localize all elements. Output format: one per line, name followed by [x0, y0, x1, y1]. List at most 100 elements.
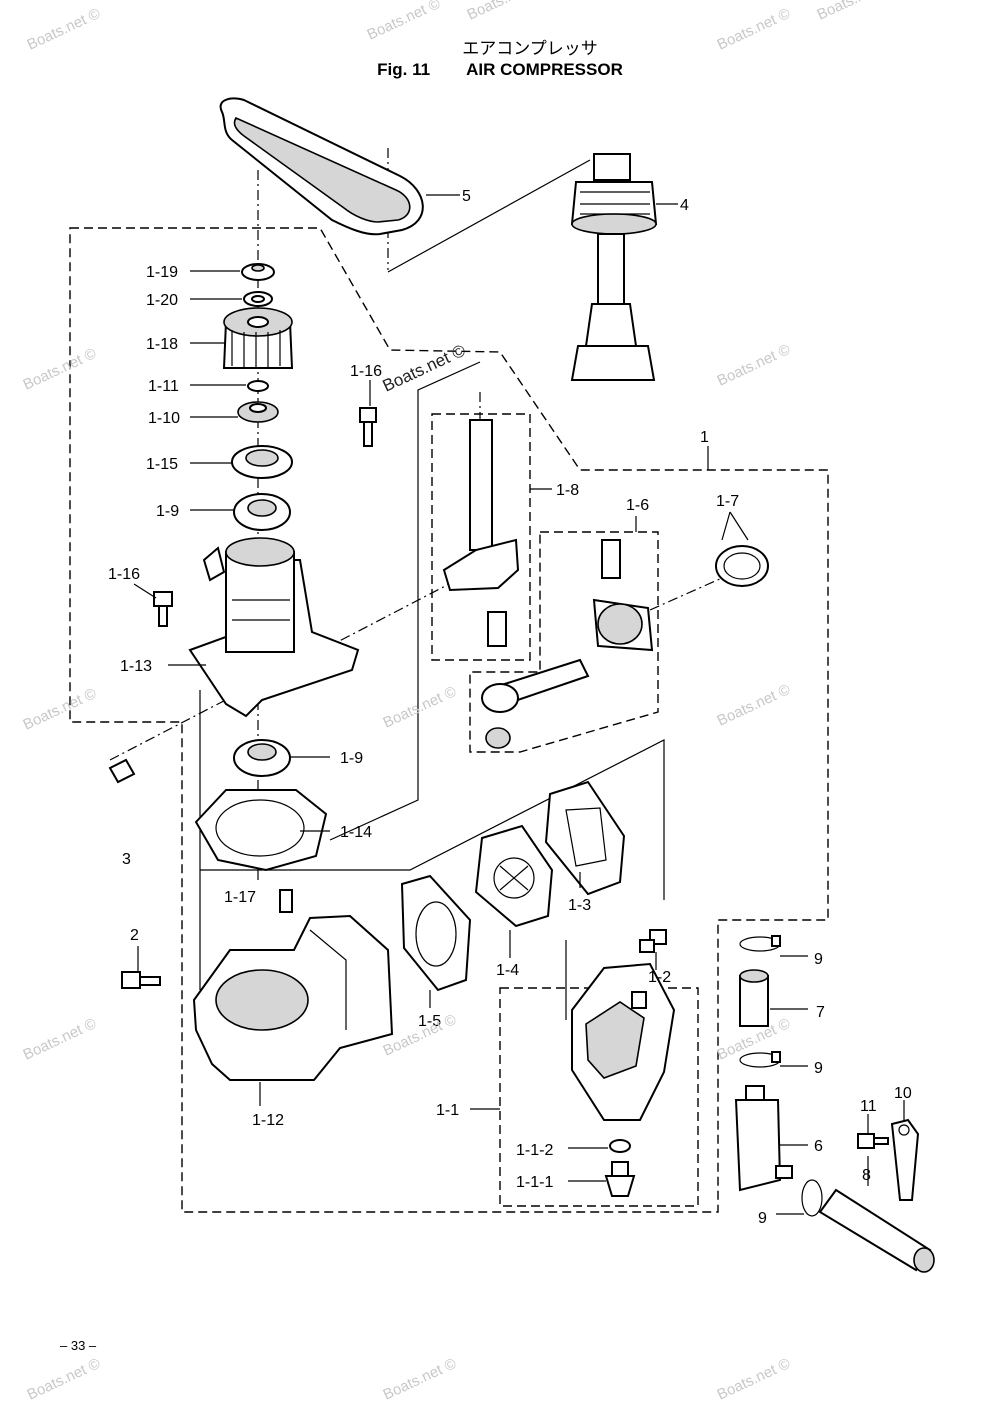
- callout-label: 1-20: [146, 292, 178, 309]
- watermark-text: Boats.net ©: [25, 1355, 103, 1404]
- pin-3: [108, 758, 136, 784]
- callout-label: 1-4: [496, 962, 519, 979]
- callout-labels: 541-191-201-181-111-101-151-91-161-161-1…: [108, 188, 912, 1227]
- page-number: – 33 –: [60, 1338, 97, 1353]
- watermark-text: Boats.net ©: [465, 0, 543, 24]
- bolt-1-16-lower: [153, 591, 173, 627]
- circlip-1-11: [247, 380, 269, 392]
- callout-label: 1-16: [350, 363, 382, 380]
- callout-label: 1-15: [146, 456, 178, 473]
- callout-label: 2: [130, 927, 139, 944]
- callout-label: 1-19: [146, 264, 178, 281]
- gasket-1-14: [194, 789, 328, 872]
- callout-label: 1-16: [108, 566, 140, 583]
- callout-label: 8: [862, 1167, 871, 1184]
- hose-7: [739, 969, 769, 1027]
- spacer-1-10: [237, 401, 279, 423]
- callout-label: 1-8: [556, 482, 579, 499]
- callout-label: 6: [814, 1138, 823, 1155]
- piston-pin-1-6: [601, 539, 621, 579]
- watermark-text: Boats.net ©: [715, 681, 793, 730]
- callout-label: 1-1-1: [516, 1174, 553, 1191]
- nut-1-19: [241, 263, 275, 281]
- figure-name: AIR COMPRESSOR: [466, 60, 623, 79]
- callout-label: 1-2: [648, 969, 671, 986]
- clip-9-top: [739, 935, 781, 952]
- leader-belt-pulley: [387, 159, 591, 273]
- callout-label: 1-6: [626, 497, 649, 514]
- gasket-1-5: [400, 874, 472, 992]
- watermark-text: Boats.net ©: [21, 1015, 99, 1064]
- callout-label: 3: [122, 851, 131, 868]
- callout-label: 9: [758, 1210, 767, 1227]
- pulley-4: [570, 153, 658, 235]
- clip-9-middle: [739, 1051, 781, 1068]
- callout-label: 10: [894, 1085, 912, 1102]
- callout-label: 1-18: [146, 336, 178, 353]
- callout-label: 9: [814, 1060, 823, 1077]
- figure-title: Fig. 11 AIR COMPRESSOR: [0, 60, 1000, 80]
- figure-number: Fig. 11: [377, 60, 431, 79]
- bolt-1-2: [639, 929, 667, 953]
- piston-1-6: [592, 598, 654, 652]
- stay-10: [890, 1118, 920, 1201]
- crankshaft-1-8: [442, 419, 520, 647]
- washer-1-20: [243, 291, 273, 307]
- valve-plate-1-4: [474, 824, 554, 928]
- gasket-1-3: [544, 780, 626, 896]
- callout-label: 1-7: [716, 493, 739, 510]
- clip-9-bottom: [801, 1179, 823, 1217]
- crankcase-1-12: [192, 889, 394, 1081]
- piston-ring-1-7: [715, 545, 769, 587]
- watermark-text: Boats.net ©: [715, 1355, 793, 1404]
- watermark-text: Boats.net ©: [715, 341, 793, 390]
- watermark-text: Boats.net ©: [815, 0, 893, 24]
- callout-label: 1-9: [156, 503, 179, 520]
- callout-label: 1-12: [252, 1112, 284, 1129]
- leader-line-1-14: [329, 361, 481, 841]
- callout-label: 1-5: [418, 1013, 441, 1030]
- callout-label: 1-17: [224, 889, 256, 906]
- washer-1-1-2: [609, 1139, 631, 1153]
- crankcase-shaft: [570, 233, 656, 381]
- callout-label: 11: [860, 1098, 877, 1115]
- watermark-text: Boats.net ©: [25, 5, 103, 54]
- watermark-text: Boats.net ©: [365, 0, 443, 44]
- fitting-1-1-1: [604, 1161, 636, 1197]
- watermark-text: Boats.net ©: [715, 5, 793, 54]
- callout-label: 5: [462, 188, 471, 205]
- callout-label: 1-11: [148, 378, 179, 395]
- title-japanese: エアコンプレッサ: [462, 39, 598, 59]
- callout-label: 1-1: [436, 1102, 459, 1119]
- callout-label: 1: [700, 429, 709, 446]
- timing-belt-5: [219, 97, 424, 236]
- callout-label: 1-1-2: [516, 1142, 553, 1159]
- bearing-1-9-upper: [233, 493, 291, 531]
- conrod-1-6: [481, 658, 590, 749]
- watermarks: Boats.net © Boats.net © Boats.net © Boats.n…: [21, 0, 893, 1404]
- callout-label: 1-10: [148, 410, 180, 427]
- watermark-text: Boats.net ©: [21, 685, 99, 734]
- cylinder-bracket-1-13: [188, 537, 360, 718]
- callout-label: 9: [814, 951, 823, 968]
- callout-label: 1-9: [340, 750, 363, 767]
- callout-label: 4: [680, 197, 689, 214]
- watermark-text: Boats.net ©: [381, 1355, 459, 1404]
- bolt-11: [857, 1133, 889, 1149]
- callout-leaders: [133, 194, 905, 1215]
- filter-6: [734, 1085, 793, 1192]
- bolt-2: [121, 971, 161, 989]
- hose-8: [818, 1188, 935, 1273]
- boundary-1-6: [469, 531, 659, 753]
- leader-line-gaskets: [200, 739, 665, 900]
- bolt-1-16-upper: [359, 407, 377, 447]
- watermark-text: Boats.net ©: [381, 683, 459, 732]
- gear-1-18: [222, 307, 294, 369]
- callout-label: 7: [816, 1004, 825, 1021]
- callout-label: 1-13: [120, 658, 152, 675]
- bearing-1-9-lower: [233, 739, 291, 777]
- callout-label: 1-3: [568, 897, 591, 914]
- callout-label: 1-14: [340, 824, 372, 841]
